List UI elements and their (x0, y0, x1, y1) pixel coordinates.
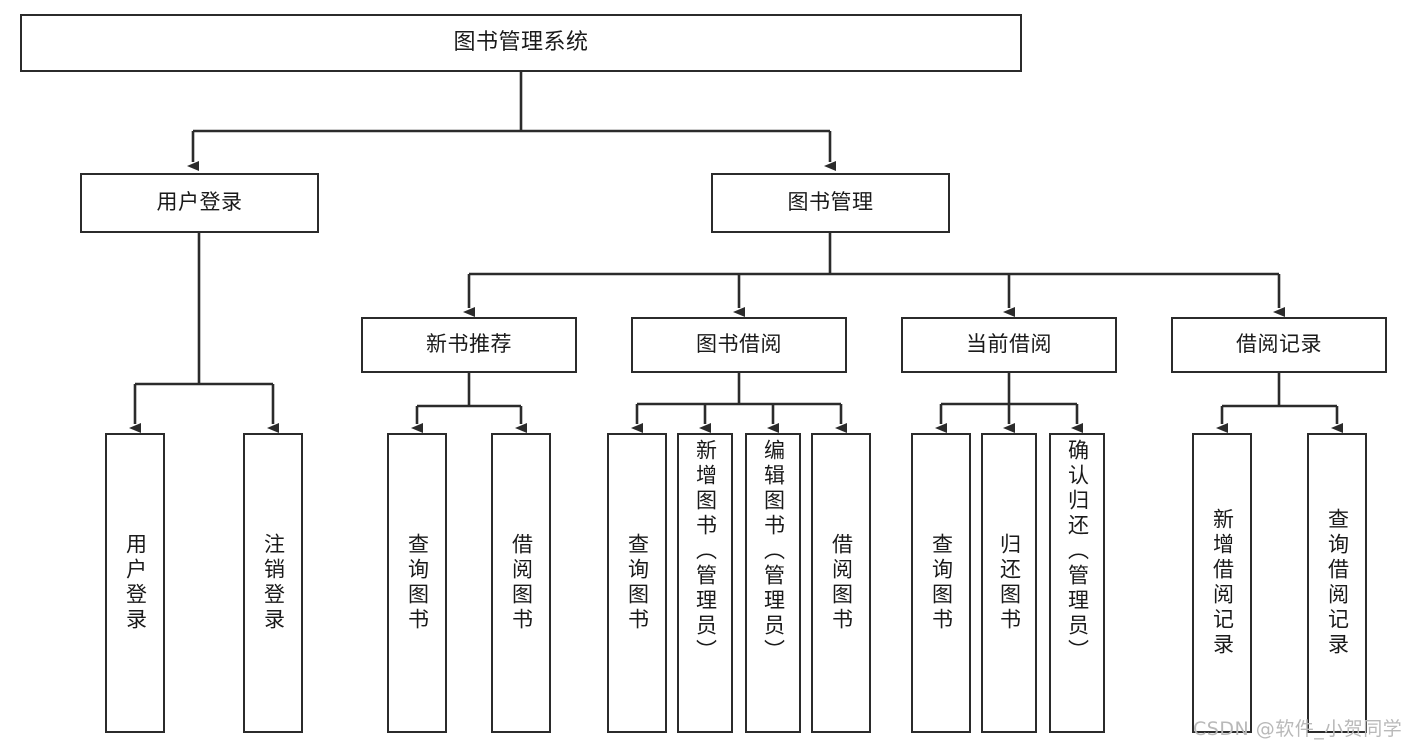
node-label: 借阅记录 (1236, 332, 1322, 357)
node-label: 编辑图书（管理员） (761, 439, 786, 664)
leaf-user-login-logout[interactable]: 注销登录 (243, 433, 303, 733)
node-book-borrow[interactable]: 图书借阅 (631, 317, 847, 373)
node-label: 用户登录 (123, 533, 148, 633)
node-label: 查询借阅记录 (1325, 508, 1350, 658)
leaf-book-borrow-add-book-admin[interactable]: 新增图书（管理员） (677, 433, 733, 733)
node-label: 查询图书 (405, 533, 430, 633)
node-root-book-management-system[interactable]: 图书管理系统 (20, 14, 1022, 72)
node-borrow-record[interactable]: 借阅记录 (1171, 317, 1387, 373)
leaf-book-borrow-edit-book-admin[interactable]: 编辑图书（管理员） (745, 433, 801, 733)
node-new-book-recommend[interactable]: 新书推荐 (361, 317, 577, 373)
node-label: 注销登录 (261, 533, 286, 633)
node-label: 查询图书 (625, 533, 650, 633)
node-label: 图书管理 (787, 190, 874, 215)
leaf-borrow-record-query-record[interactable]: 查询借阅记录 (1307, 433, 1367, 733)
leaf-current-borrow-confirm-return-admin[interactable]: 确认归还（管理员） (1049, 433, 1105, 733)
leaf-current-borrow-query-book[interactable]: 查询图书 (911, 433, 971, 733)
node-book-management[interactable]: 图书管理 (711, 173, 950, 233)
node-user-login[interactable]: 用户登录 (80, 173, 319, 233)
node-label: 图书管理系统 (453, 29, 589, 55)
node-label: 当前借阅 (966, 332, 1052, 357)
node-label: 新增借阅记录 (1210, 508, 1235, 658)
node-label: 归还图书 (997, 533, 1022, 633)
node-label: 确认归还（管理员） (1065, 439, 1090, 664)
node-label: 新增图书（管理员） (693, 439, 718, 664)
node-label: 查询图书 (929, 533, 954, 633)
leaf-current-borrow-return-book[interactable]: 归还图书 (981, 433, 1037, 733)
csdn-watermark: CSDN @软件_小贺同学 (1193, 718, 1403, 740)
leaf-user-login-login[interactable]: 用户登录 (105, 433, 165, 733)
node-label: 用户登录 (156, 190, 243, 215)
node-label: 图书借阅 (696, 332, 782, 357)
node-label: 借阅图书 (509, 533, 534, 633)
leaf-book-borrow-borrow-book[interactable]: 借阅图书 (811, 433, 871, 733)
leaf-borrow-record-add-record[interactable]: 新增借阅记录 (1192, 433, 1252, 733)
node-current-borrow[interactable]: 当前借阅 (901, 317, 1117, 373)
node-label: 借阅图书 (829, 533, 854, 633)
leaf-book-borrow-query-book[interactable]: 查询图书 (607, 433, 667, 733)
node-label: 新书推荐 (426, 332, 512, 357)
leaf-new-book-borrow-book[interactable]: 借阅图书 (491, 433, 551, 733)
leaf-new-book-query-book[interactable]: 查询图书 (387, 433, 447, 733)
